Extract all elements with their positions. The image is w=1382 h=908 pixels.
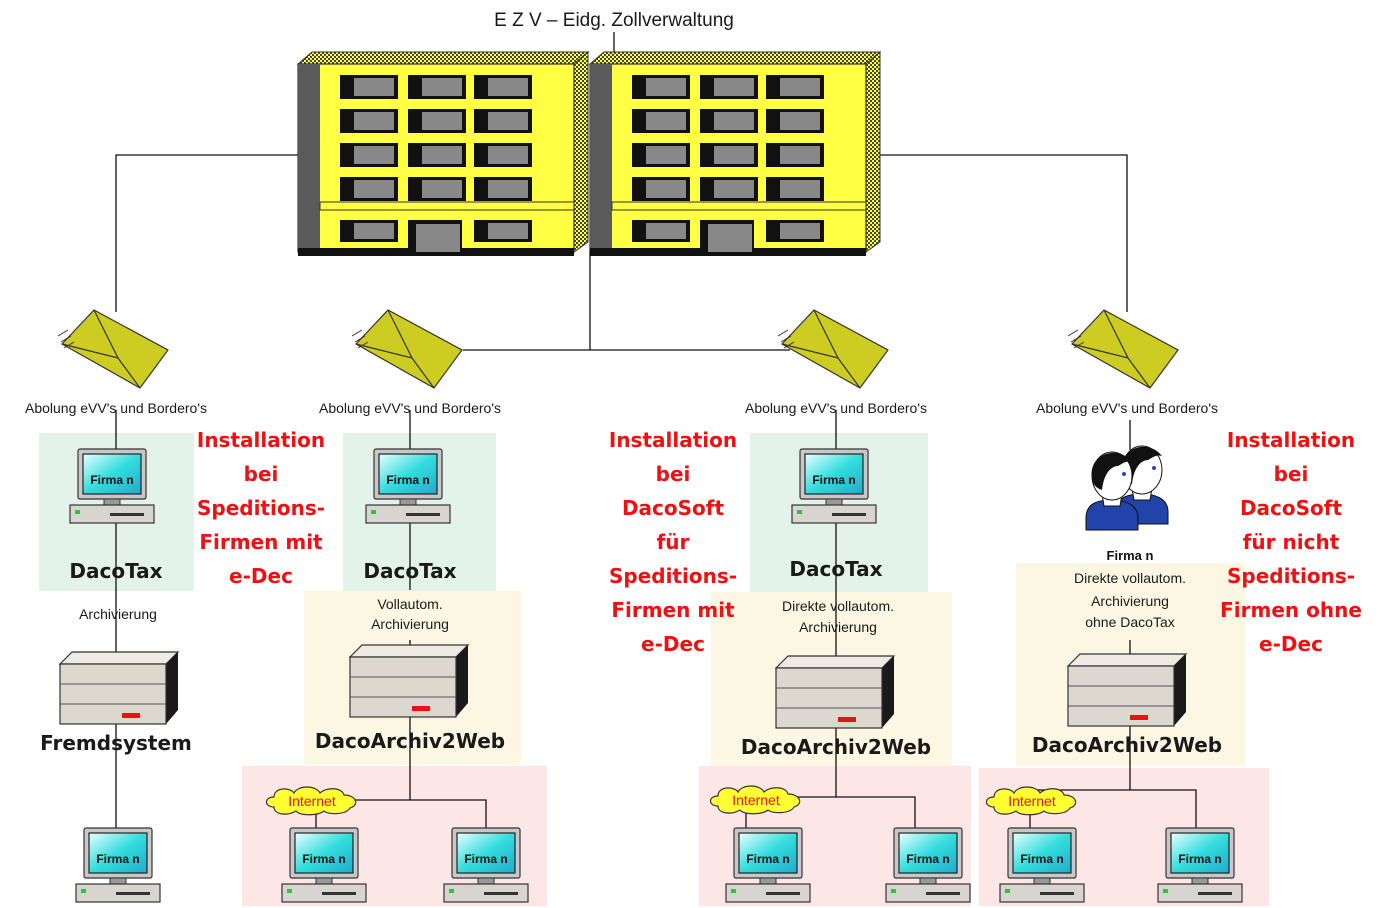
svg-text:Installation: Installation — [609, 428, 737, 452]
workstation-icon: Firma n — [999, 827, 1085, 903]
workstation-icon: Firma n — [365, 448, 451, 524]
workstation-icon: Firma n — [885, 827, 971, 903]
workstation-icon: Firma n — [791, 448, 877, 524]
workstation-label: Firma n — [90, 473, 133, 487]
workstation-icon: Firma n — [69, 448, 155, 524]
building-icon — [297, 51, 881, 257]
svg-text:für: für — [657, 530, 690, 554]
server-icon — [775, 655, 895, 729]
mail-label: Abolung eVV's und Bordero's — [319, 400, 501, 416]
envelope-icon — [57, 309, 169, 389]
server-icon — [59, 651, 179, 725]
workstation-label: Firma n — [302, 852, 345, 866]
svg-text:Speditions-: Speditions- — [1227, 564, 1355, 588]
workstation-icon: Firma n — [281, 827, 367, 903]
col4-server-name: DacoArchiv2Web — [1032, 733, 1222, 757]
mail-label: Abolung eVV's und Bordero's — [1036, 400, 1218, 416]
workstation-label: Firma n — [464, 852, 507, 866]
col1-server-name: Fremdsystem — [40, 731, 192, 755]
col3-archive-label: Direkte vollautom. — [782, 598, 894, 614]
workstation-icon: Firma n — [725, 827, 811, 903]
svg-text:e-Dec: e-Dec — [229, 564, 293, 588]
col3-archive-label: Archivierung — [799, 619, 877, 635]
col3-product: DacoTax — [789, 557, 882, 581]
workstation-label: Firma n — [746, 852, 789, 866]
svg-text:Firmen mit: Firmen mit — [199, 530, 323, 554]
col3-note: Installation bei DacoSoft für Speditions… — [609, 428, 737, 656]
envelope-icon — [1067, 309, 1179, 389]
svg-text:Speditions-: Speditions- — [609, 564, 737, 588]
col1-note: Installation bei Speditions- Firmen mit … — [197, 428, 325, 588]
people-icon — [1085, 445, 1169, 531]
workstation-label: Firma n — [386, 473, 429, 487]
svg-text:bei: bei — [656, 462, 691, 486]
diagram-title: E Z V – Eidg. Zollverwaltung — [494, 10, 734, 31]
col4-archive-label: ohne DacoTax — [1085, 614, 1175, 630]
col3-server-name: DacoArchiv2Web — [741, 735, 931, 759]
workstation-label: Firma n — [96, 852, 139, 866]
workstation-icon: Firma n — [1157, 827, 1243, 903]
col2-archive-label: Archivierung — [371, 616, 449, 632]
internet-cloud: Internet — [985, 786, 1077, 816]
envelope-icon — [777, 309, 889, 389]
svg-text:bei: bei — [244, 462, 279, 486]
internet-label: Internet — [288, 793, 336, 809]
col4-archive-label: Direkte vollautom. — [1074, 570, 1186, 586]
col2-server-name: DacoArchiv2Web — [315, 729, 505, 753]
mail-label: Abolung eVV's und Bordero's — [25, 400, 207, 416]
svg-text:bei: bei — [1274, 462, 1309, 486]
workstation-label: Firma n — [1178, 852, 1221, 866]
server-icon — [349, 644, 469, 718]
server-icon — [1067, 653, 1187, 727]
workstation-label: Firma n — [1020, 852, 1063, 866]
envelope-icon — [351, 309, 463, 389]
col1-archive-label: Archivierung — [79, 606, 157, 622]
svg-text:Installation: Installation — [1227, 428, 1355, 452]
col2-product: DacoTax — [363, 559, 456, 583]
workstation-label: Firma n — [906, 852, 949, 866]
workstation-label: Firma n — [812, 473, 855, 487]
svg-text:Installation: Installation — [197, 428, 325, 452]
workstation-icon: Firma n — [443, 827, 529, 903]
svg-text:DacoSoft: DacoSoft — [622, 496, 725, 520]
workstation-icon: Firma n — [75, 827, 161, 903]
svg-text:e-Dec: e-Dec — [641, 632, 705, 656]
col4-archive-label: Archivierung — [1091, 593, 1169, 609]
svg-text:Firmen mit: Firmen mit — [611, 598, 735, 622]
svg-text:für nicht: für nicht — [1243, 530, 1340, 554]
col4-person-label: Firma n — [1107, 548, 1154, 563]
svg-text:DacoSoft: DacoSoft — [1240, 496, 1343, 520]
col4-note: Installation bei DacoSoft für nicht Sped… — [1220, 428, 1362, 656]
col2-archive-label: Vollautom. — [377, 596, 442, 612]
mail-label: Abolung eVV's und Bordero's — [745, 400, 927, 416]
internet-label: Internet — [732, 792, 780, 808]
internet-label: Internet — [1008, 793, 1056, 809]
internet-cloud: Internet — [709, 785, 801, 815]
svg-text:Firmen ohne: Firmen ohne — [1220, 598, 1362, 622]
svg-text:Speditions-: Speditions- — [197, 496, 325, 520]
internet-cloud: Internet — [265, 786, 357, 816]
svg-text:e-Dec: e-Dec — [1259, 632, 1323, 656]
col1-product: DacoTax — [69, 559, 162, 583]
